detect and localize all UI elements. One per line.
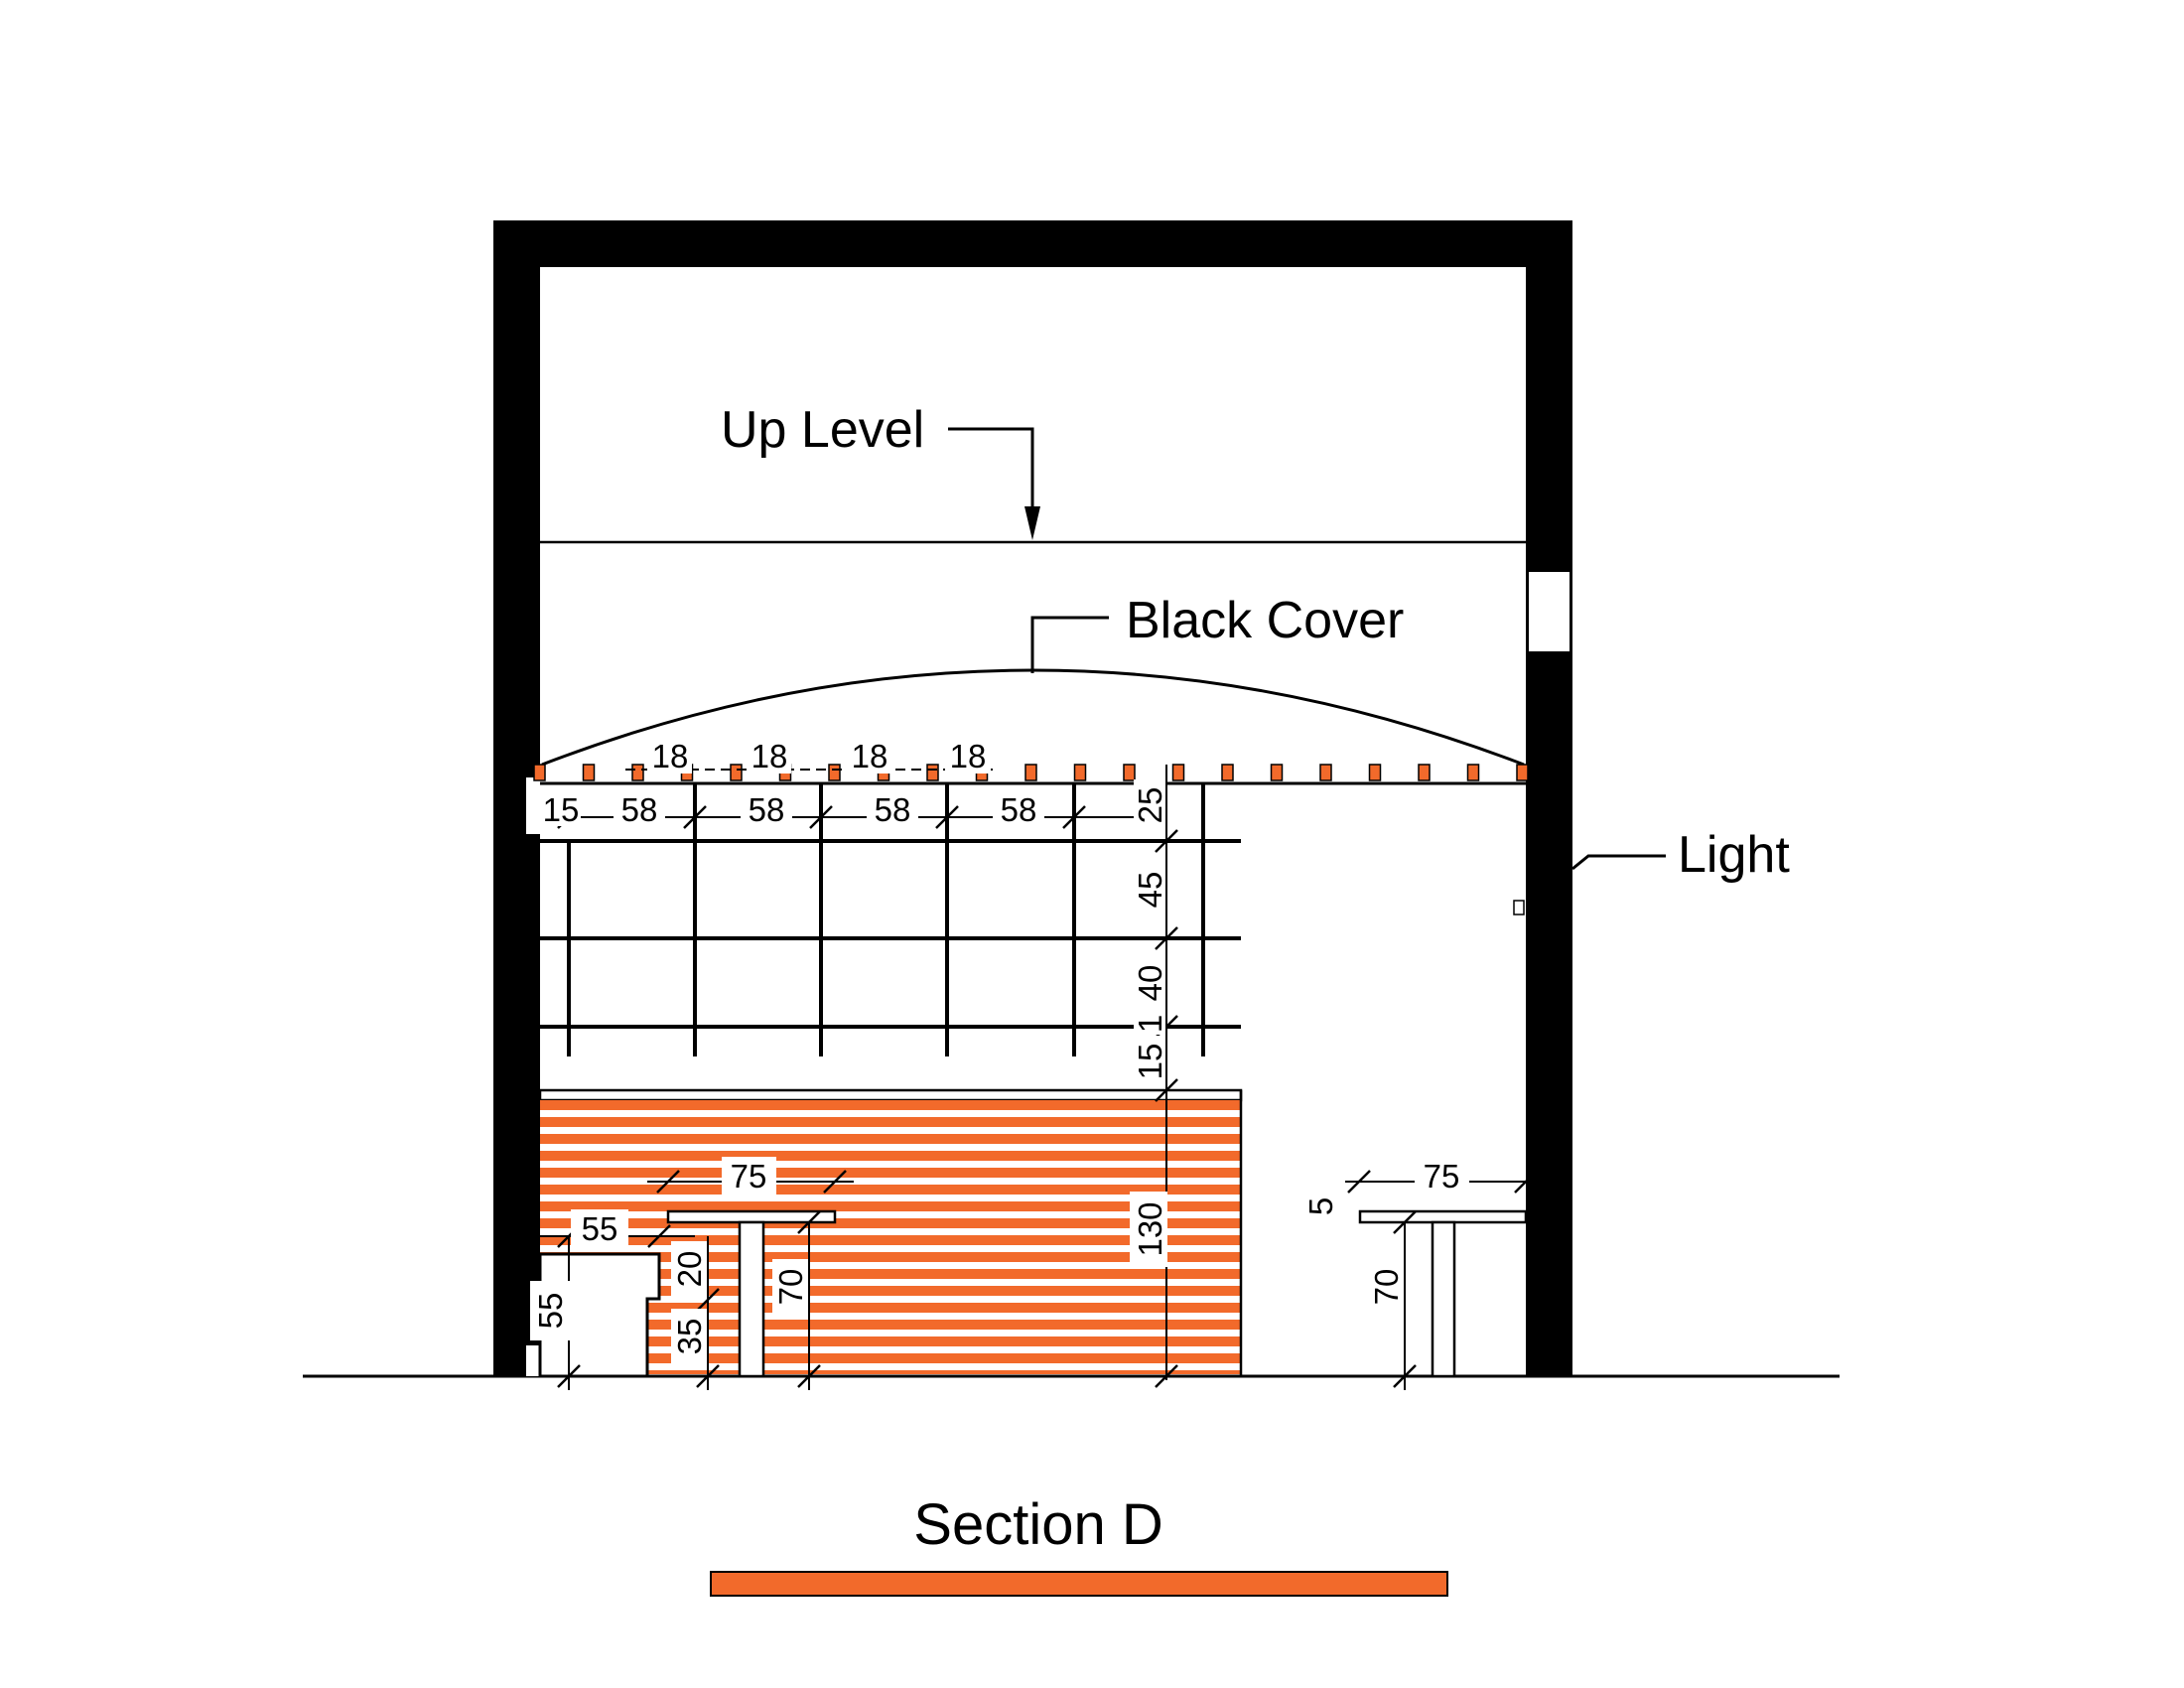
- counter-stripe: [540, 1117, 1241, 1127]
- roof-slab: [493, 220, 1572, 267]
- counter-top: [538, 1088, 1243, 1102]
- counter-stripe: [540, 1100, 1241, 1110]
- dim-table-right-height: 70: [1368, 1269, 1405, 1306]
- ceiling-slat: [631, 764, 644, 781]
- ceiling-slat: [1073, 764, 1087, 781]
- up-level-label: Up Level: [721, 401, 924, 459]
- dim-gap-top-3: 18: [852, 738, 888, 774]
- left-wall-opening: [526, 777, 540, 834]
- black-cover-leader: [1030, 616, 1109, 673]
- dim-grid-bay-1: 58: [621, 791, 658, 828]
- counter-stripe: [540, 1151, 1241, 1161]
- dim-table-left-width: 75: [731, 1158, 767, 1195]
- ceiling-slat: [1319, 764, 1332, 781]
- dim-gap-top-4: 18: [950, 738, 987, 774]
- dim-v-row-2: 40: [1132, 965, 1168, 1002]
- dim-grid-bay-2: 58: [749, 791, 785, 828]
- dimension-labels: 18 18 18 18 15 58 58 58 58 25 45 40 1 15…: [530, 738, 1469, 1364]
- light-label: Light: [1678, 826, 1790, 884]
- ceiling-slat: [1368, 764, 1382, 781]
- section-underline-bar: [710, 1571, 1448, 1597]
- dim-table-right-top: 5: [1302, 1197, 1339, 1215]
- counter-stripe: [540, 1353, 1241, 1363]
- ceiling-slat: [1418, 764, 1431, 781]
- dim-grid-start: 15: [543, 791, 580, 828]
- dim-gap-top-1: 18: [652, 738, 689, 774]
- ceiling-slat: [1221, 764, 1234, 781]
- light-leader: [1571, 854, 1666, 871]
- ceiling-slat: [1270, 764, 1284, 781]
- counter-stripe: [540, 1269, 1241, 1279]
- left-table-leg: [738, 1220, 765, 1378]
- up-level-leader: [948, 427, 1034, 531]
- counter-stripe: [540, 1320, 1241, 1330]
- counter-stripe: [540, 1336, 1241, 1346]
- ceiling-slat: [1466, 764, 1480, 781]
- counter-stripe: [540, 1134, 1241, 1144]
- dim-bench-width: 55: [582, 1210, 618, 1247]
- ceiling-slat: [1516, 764, 1529, 781]
- counter-stripe: [540, 1252, 1241, 1262]
- ceiling-slat: [1024, 764, 1037, 781]
- counter-stripe: [540, 1286, 1241, 1296]
- counter-stripe: [540, 1235, 1241, 1245]
- ceiling-slat: [828, 764, 841, 781]
- dim-v-top: 25: [1132, 787, 1168, 824]
- dim-bench-height: 55: [532, 1293, 569, 1330]
- light-fixture: [1513, 900, 1525, 915]
- right-wall: [1526, 220, 1572, 1376]
- up-level-arrowhead: [1024, 506, 1040, 540]
- dim-v-small: 1: [1132, 1015, 1168, 1033]
- counter-stripes: [540, 1100, 1241, 1374]
- ceiling-grid: [540, 783, 1241, 1056]
- ceiling-slat: [926, 764, 939, 781]
- counter-stripe: [540, 1303, 1241, 1313]
- ceiling-slat: [1123, 764, 1136, 781]
- counter-stripe: [540, 1201, 1241, 1211]
- dim-v-lower: 15: [1132, 1044, 1168, 1080]
- left-wall-base-opening: [526, 1345, 540, 1376]
- counter-stripe: [540, 1218, 1241, 1228]
- dim-bench-low: 35: [671, 1319, 708, 1355]
- dim-table-left-top-gap: 20: [671, 1251, 708, 1288]
- dim-v-row-1: 45: [1132, 872, 1168, 909]
- right-table-top: [1358, 1209, 1528, 1224]
- ceiling-slat: [582, 764, 596, 781]
- dim-grid-bay-4: 58: [1001, 791, 1037, 828]
- dim-table-right-width: 75: [1424, 1158, 1460, 1195]
- dim-counter-height: 130: [1132, 1201, 1168, 1256]
- dim-grid-bay-3: 58: [875, 791, 911, 828]
- ceiling-slat: [1171, 764, 1185, 781]
- section-title: Section D: [913, 1492, 1162, 1557]
- dim-table-left-height: 70: [772, 1269, 809, 1306]
- dim-gap-top-2: 18: [751, 738, 788, 774]
- counter-stripe: [540, 1168, 1241, 1178]
- counter-stripe: [540, 1370, 1241, 1374]
- black-cover-label: Black Cover: [1126, 592, 1404, 649]
- counter-stripe: [540, 1185, 1241, 1195]
- right-wall-window: [1527, 570, 1571, 653]
- ceiling-slat: [730, 764, 743, 781]
- ceiling-slat: [533, 764, 546, 781]
- right-table-leg: [1431, 1220, 1456, 1378]
